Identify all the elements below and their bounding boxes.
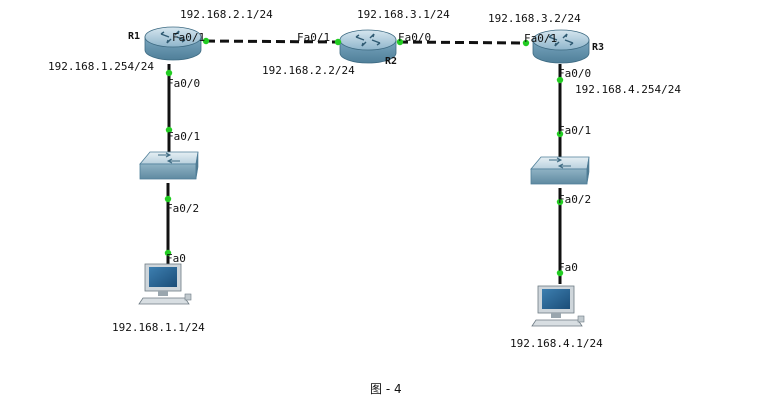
port-r1-fa01: Fa0/1 <box>172 31 205 44</box>
port-switch-left-fa01: Fa0/1 <box>167 130 200 143</box>
port-switch-right-fa01: Fa0/1 <box>558 124 591 137</box>
router-arrows-icon <box>548 33 574 47</box>
ip-pc-left: 192.168.1.1/24 <box>112 321 205 334</box>
link-leds <box>164 37 564 277</box>
led-r1-fa00 <box>165 69 173 77</box>
pc-left[interactable] <box>138 263 192 305</box>
ip-r3-fa01: 192.168.3.2/24 <box>488 12 581 25</box>
led-pcl-fa0 <box>164 249 172 257</box>
switch-left[interactable] <box>139 151 199 180</box>
led-swl-fa02 <box>164 195 172 203</box>
link-r2-r3 <box>398 40 527 45</box>
port-labels: Fa0/1 Fa0/1 Fa0/0 Fa0/1 Fa0/0 Fa0/1 Fa0/… <box>166 31 591 274</box>
link-r1-r2 <box>205 39 341 44</box>
led-swl-fa01 <box>165 126 173 134</box>
ip-r1-fa01: 192.168.2.1/24 <box>180 8 273 21</box>
led-r3-fa01 <box>522 39 530 47</box>
ip-r3-fa00: 192.168.4.254/24 <box>575 83 681 96</box>
port-r2-fa01: Fa0/1 <box>297 31 330 44</box>
router-arrows-icon <box>160 30 186 44</box>
ip-r2-fa01: 192.168.2.2/24 <box>262 64 355 77</box>
led-r1-fa01 <box>202 37 210 45</box>
port-pc-right-fa0: Fa0 <box>558 261 578 274</box>
led-swr-fa01 <box>556 130 564 138</box>
switch-right[interactable] <box>530 156 590 185</box>
ip-r2-fa00: 192.168.3.1/24 <box>357 8 450 21</box>
router-r1-label: R1 <box>128 31 140 42</box>
router-r1[interactable] <box>144 26 202 61</box>
port-pc-left-fa0: Fa0 <box>166 252 186 265</box>
port-r3-fa00: Fa0/0 <box>558 67 591 80</box>
port-r1-fa00: Fa0/0 <box>167 77 200 90</box>
router-r2-label: R2 <box>385 56 397 67</box>
led-pcr-fa0 <box>556 269 564 277</box>
ip-r1-fa00: 192.168.1.254/24 <box>48 60 154 73</box>
router-r3[interactable] <box>532 29 590 64</box>
ip-pc-right: 192.168.4.1/24 <box>510 337 603 350</box>
cables <box>166 39 562 284</box>
led-r2-fa00 <box>396 38 404 46</box>
port-switch-left-fa02: Fa0/2 <box>166 202 199 215</box>
switch-arrows-icon <box>158 152 180 164</box>
port-r2-fa00: Fa0/0 <box>398 31 431 44</box>
led-r2-fa01 <box>334 38 342 46</box>
port-switch-right-fa02: Fa0/2 <box>558 193 591 206</box>
pc-right[interactable] <box>531 285 585 327</box>
ip-labels: 192.168.2.1/24 192.168.1.254/24 192.168.… <box>48 8 681 350</box>
led-swr-fa02 <box>556 198 564 206</box>
router-arrows-icon <box>355 33 381 47</box>
figure-caption: 图 - 4 <box>370 382 402 396</box>
led-r3-fa00 <box>556 76 564 84</box>
router-r3-label: R3 <box>592 42 604 53</box>
port-r3-fa01: Fa0/1 <box>524 32 557 45</box>
router-r2[interactable] <box>339 29 397 64</box>
switch-arrows-icon <box>549 157 571 169</box>
